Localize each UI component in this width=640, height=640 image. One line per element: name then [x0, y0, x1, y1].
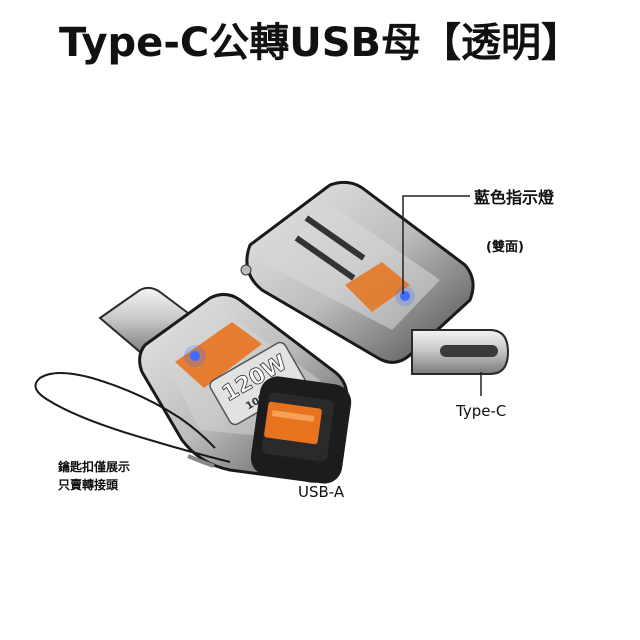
- label-double-sided: (雙面): [486, 240, 524, 255]
- label-blue-led: 藍色指示燈: [474, 188, 555, 207]
- page-title: Type-C公轉USB母【透明】: [58, 20, 582, 66]
- keychain-note-line2: 只賣轉接頭: [58, 478, 119, 492]
- adapter-back: [240, 180, 510, 375]
- label-usb-a: USB-A: [298, 483, 345, 501]
- adapter-front: 120W 10Gbps: [98, 286, 352, 484]
- keychain-note-line1: 鑰匙扣僅展示: [58, 460, 131, 474]
- led-indicator-front: [190, 351, 200, 361]
- usb-a-port: [264, 401, 322, 445]
- keychain-lanyard: [34, 372, 231, 468]
- label-type-c: Type-C: [456, 402, 507, 420]
- leader-lines: [319, 195, 482, 478]
- keychain-note: 鑰匙扣僅展示 只賣轉接頭: [58, 458, 130, 494]
